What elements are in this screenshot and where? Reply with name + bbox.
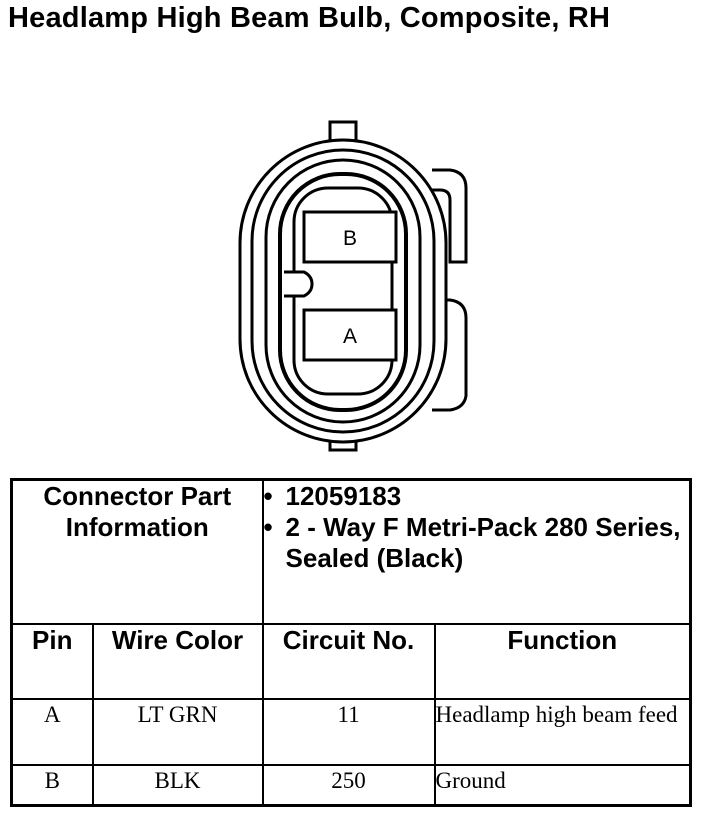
cell-circuit-no: 11 [261,698,436,766]
bullet-icon: • [263,481,273,511]
cell-pin: B [10,764,94,807]
connector-seal-ring [264,158,422,424]
part-number: 12059183 [285,481,402,511]
header-circuit-no: Circuit No. [261,623,436,700]
header-pin: Pin [10,623,94,700]
part-info-cell: • 12059183 • 2 - Way F Metri-Pack 280 Se… [261,478,692,625]
cavity-b-label: B [343,227,357,250]
bullet-icon: • [263,512,273,542]
header-wire-color: Wire Color [91,623,264,700]
part-info-label: Connector Part Information [43,481,232,542]
cavity-a-label: A [343,325,357,348]
connector-polarizing-key [284,270,314,298]
header-wire-color-label: Wire Color [111,625,244,655]
page-title: Headlamp High Beam Bulb, Composite, RH [8,2,611,34]
part-info-item: • 12059183 [264,481,690,512]
cell-function: Headlamp high beam feed [433,698,692,766]
header-circuit-no-label: Circuit No. [282,625,415,655]
connector-inner-housing [278,172,408,412]
cell-pin: A [10,698,94,766]
cell-circuit-no: 250 [261,764,436,807]
cell-wire-color: BLK [91,764,264,807]
connector-lock-clip-upper [432,168,468,264]
header-pin-label: Pin [32,625,73,655]
cell-wire-color: LT GRN [91,698,264,766]
cavity-a [302,308,398,362]
table-row: A LT GRN 11 Headlamp high beam feed [10,698,692,766]
header-function-label: Function [507,625,618,655]
connector-shell-ring [250,148,436,434]
cavity-b [302,210,398,264]
cell-function: Ground [433,764,692,807]
connector-info-table: Connector Part Information • 12059183 • … [10,478,693,807]
table-row: B BLK 250 Ground [10,764,692,807]
part-description: 2 - Way F Metri-Pack 280 Series, Sealed … [285,512,681,573]
part-info-item: • 2 - Way F Metri-Pack 280 Series, Seale… [264,512,690,574]
header-function: Function [433,623,692,700]
connector-face-diagram: B A [238,120,468,452]
part-info-label-cell: Connector Part Information [10,478,264,625]
